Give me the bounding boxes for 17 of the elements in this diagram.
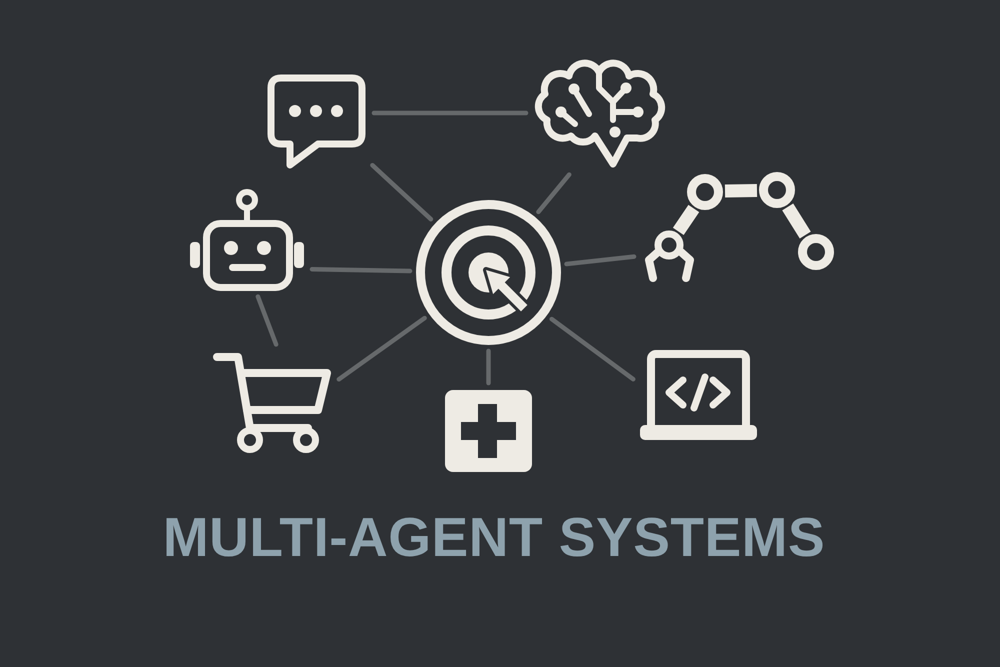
shopping-cart-icon [212, 350, 334, 454]
connector-line [256, 294, 278, 347]
target-cursor-icon [416, 200, 561, 345]
connector-line [336, 316, 427, 382]
connector-line [370, 162, 434, 222]
connector-line [486, 348, 491, 386]
robot-head-icon [188, 188, 306, 291]
connector-line [310, 266, 412, 274]
connector-line [549, 316, 636, 382]
brain-circuit-icon [532, 58, 666, 170]
medical-cross-icon [444, 389, 533, 473]
connector-line [564, 254, 636, 266]
connector-line [372, 110, 528, 116]
chat-bubble-icon [265, 72, 368, 170]
diagram-title: MULTI-AGENT SYSTEMS [162, 510, 826, 565]
connector-line [536, 172, 572, 214]
laptop-code-icon [638, 348, 760, 442]
